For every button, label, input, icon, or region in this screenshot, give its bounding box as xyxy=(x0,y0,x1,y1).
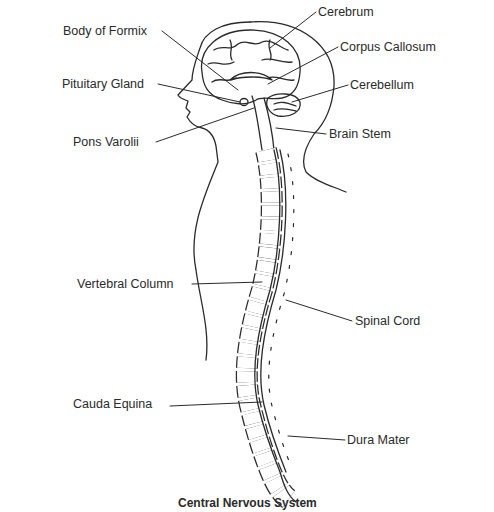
leader-line xyxy=(276,128,326,134)
leader-line xyxy=(162,31,238,90)
part-label: Body of Formix xyxy=(63,24,147,38)
brain-stem xyxy=(252,96,274,150)
spinal-cord xyxy=(255,150,296,502)
part-label: Pituitary Gland xyxy=(62,77,144,91)
pituitary-gland xyxy=(240,99,248,106)
part-label: Vertebral Column xyxy=(77,277,174,291)
part-label: Spinal Cord xyxy=(355,314,420,328)
spinous-processes xyxy=(269,154,294,468)
leader-line xyxy=(158,84,240,102)
leader-line xyxy=(268,47,338,84)
leader-line xyxy=(288,436,345,440)
part-label: Brain Stem xyxy=(329,127,391,141)
part-label: Cerebrum xyxy=(318,5,374,19)
leader-line xyxy=(286,300,352,321)
corpus-callosum xyxy=(230,73,272,81)
part-label: Pons Varolii xyxy=(73,135,139,149)
vertebral-bodies xyxy=(247,150,290,500)
leader-lines xyxy=(156,12,352,440)
leader-line xyxy=(192,282,262,284)
spinal-cord xyxy=(261,150,286,472)
leader-line xyxy=(292,85,348,102)
brain-gyri xyxy=(208,40,294,82)
cerebrum xyxy=(202,30,301,104)
leader-line xyxy=(156,108,254,142)
cerebellum xyxy=(267,94,300,116)
leader-line xyxy=(170,402,262,406)
part-label: Corpus Callosum xyxy=(340,40,436,54)
body-outline xyxy=(178,22,250,360)
part-label: Dura Mater xyxy=(347,433,410,447)
part-label: Cauda Equina xyxy=(73,397,152,411)
diagram-caption: Central Nervous System xyxy=(178,496,317,510)
part-label: Cerebellum xyxy=(350,78,414,92)
vertebral-bodies xyxy=(247,150,290,500)
leader-line xyxy=(270,12,316,48)
